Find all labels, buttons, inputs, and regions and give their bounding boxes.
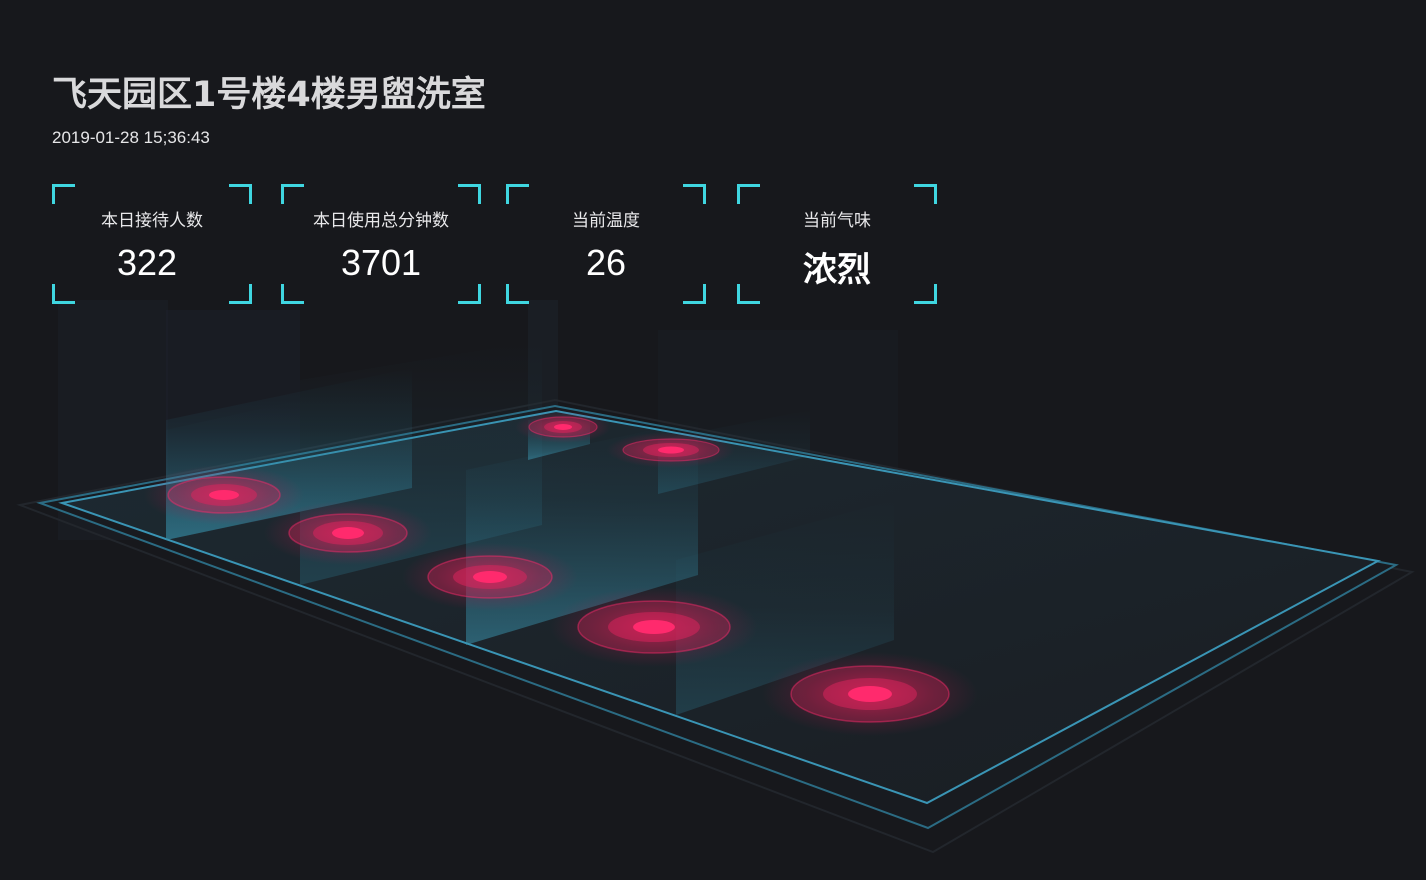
hotspot-urinal-2[interactable] xyxy=(607,432,735,468)
stat-card-visitors: 本日接待人数 322 xyxy=(52,184,252,304)
corner-bracket-icon xyxy=(506,284,529,304)
corner-bracket-icon xyxy=(281,284,304,304)
hotspot-stall-3[interactable] xyxy=(402,543,578,611)
stat-value: 26 xyxy=(585,242,627,283)
corner-bracket-icon xyxy=(683,184,706,204)
hotspot-stall-4[interactable] xyxy=(550,587,758,667)
hotspots xyxy=(144,411,978,736)
hotspot-urinal-1[interactable] xyxy=(515,411,611,443)
hotspot-stall-2[interactable] xyxy=(264,501,432,565)
corner-bracket-icon xyxy=(458,284,481,304)
corner-bracket-icon xyxy=(281,184,304,204)
timestamp: 2019-01-28 15;36:43 xyxy=(52,128,210,147)
stat-value: 322 xyxy=(116,242,178,283)
stat-card-temperature: 当前温度 26 xyxy=(506,184,706,304)
corner-bracket-icon xyxy=(52,284,75,304)
hotspot-stall-1[interactable] xyxy=(144,465,304,525)
stat-card-odor: 当前气味 浓烈 xyxy=(737,184,937,304)
corner-bracket-icon xyxy=(229,284,252,304)
stat-value: 3701 xyxy=(340,242,422,283)
hotspot-stall-5[interactable] xyxy=(762,652,978,736)
corner-bracket-icon xyxy=(683,284,706,304)
corner-bracket-icon xyxy=(52,184,75,204)
corner-bracket-icon xyxy=(458,184,481,204)
corner-bracket-icon xyxy=(914,284,937,304)
corner-bracket-icon xyxy=(506,184,529,204)
stat-label: 本日使用总分钟数 xyxy=(313,211,449,231)
page-title: 飞天园区1号楼4楼男盥洗室 xyxy=(52,75,486,115)
stat-label: 当前气味 xyxy=(803,211,871,231)
corner-bracket-icon xyxy=(737,284,760,304)
stat-value: 浓烈 xyxy=(803,250,871,290)
stat-label: 当前温度 xyxy=(572,211,640,231)
stat-card-minutes: 本日使用总分钟数 3701 xyxy=(281,184,481,304)
stat-label: 本日接待人数 xyxy=(101,211,203,231)
corner-bracket-icon xyxy=(914,184,937,204)
corner-bracket-icon xyxy=(737,184,760,204)
corner-bracket-icon xyxy=(229,184,252,204)
